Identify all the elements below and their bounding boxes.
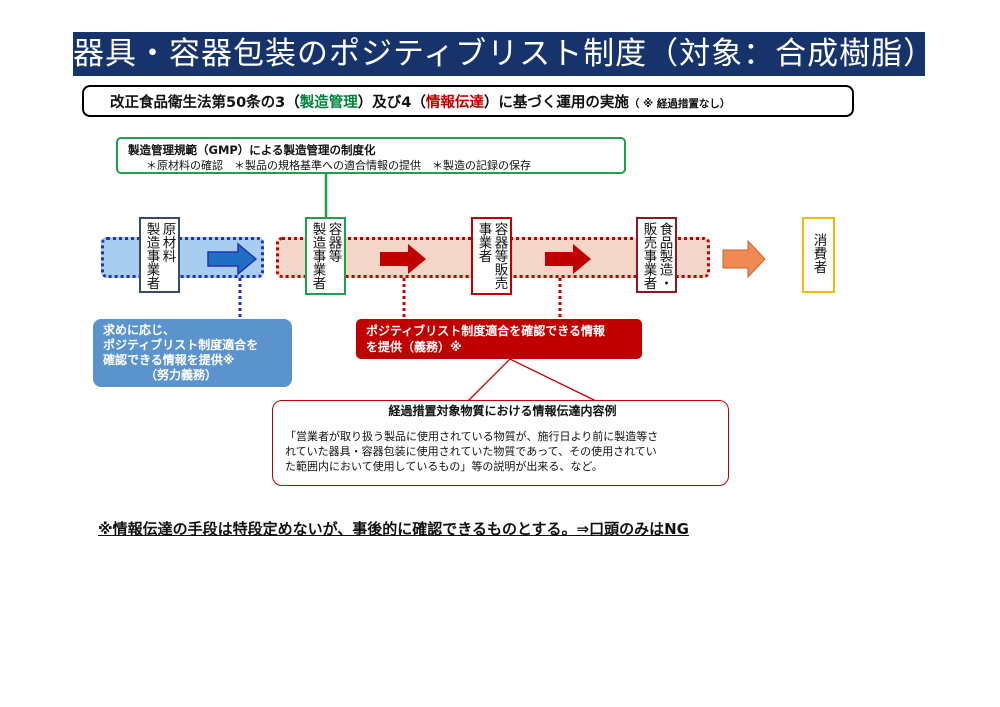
detail-pointer <box>467 358 597 402</box>
gmp-title: 製造管理規範（GMP）による製造管理の制度化 <box>128 143 376 157</box>
node-food-business: 食品製造・ 販売事業者 <box>636 217 677 293</box>
arrow-orange <box>722 239 766 279</box>
red-note-line2: を提供（義務）※ <box>366 340 462 354</box>
subtitle-info-transfer: 情報伝達 <box>425 95 484 111</box>
node-food-col2: 販売事業者 <box>640 222 657 290</box>
node-container-mfr-col2: 製造事業者 <box>309 222 326 290</box>
node-raw-material-maker: 原材料 製造事業者 <box>139 217 180 293</box>
detail-heading: 経過措置対象物質における情報伝達内容例 <box>388 404 617 418</box>
subtitle-box: 改正食品衛生法第50条の3（製造管理）及び4（情報伝達）に基づく運用の実施（ ※… <box>82 85 854 117</box>
subtitle-pre: 改正食品衛生法第50条の3（ <box>110 95 300 111</box>
detail-box: 経過措置対象物質における情報伝達内容例 「営業者が取り扱う製品に使用されている物… <box>272 400 729 486</box>
gmp-box: 製造管理規範（GMP）による製造管理の制度化 ＊原材料の確認 ＊製品の規格基準へ… <box>116 137 626 174</box>
subtitle-mid: ）及び4（ <box>357 95 426 111</box>
detail-pointer-fill <box>468 359 596 402</box>
arrow-red-2 <box>545 244 591 274</box>
node-raw-col2: 製造事業者 <box>143 222 160 290</box>
bottom-note: ※情報伝達の手段は特段定めないが、事後的に確認できるものとする。⇒口頭のみはNG <box>98 520 689 538</box>
detail-line2: れていた器具・容器包装に使用されていた物質であって、その使用されてい <box>285 445 657 458</box>
arrow-blue <box>207 242 258 276</box>
node-raw-col1: 原材料 <box>159 222 176 263</box>
node-food-col1: 食品製造・ <box>656 222 673 290</box>
node-container-mfr-col1: 容器等 <box>325 222 342 263</box>
blue-note-line4: （努力義務） <box>145 368 218 382</box>
detail-line1: 「営業者が取り扱う製品に使用されている物質が、施行日より前に製造等さ <box>285 430 659 443</box>
red-note-line1: ポジティブリスト制度適合を確認できる情報 <box>366 324 606 338</box>
red-note: ポジティブリスト制度適合を確認できる情報 を提供（義務）※ <box>356 319 642 359</box>
blue-note: 求めに応じ、 ポジティブリスト制度適合を 確認できる情報を提供※ （努力義務） <box>93 319 292 387</box>
node-consumer: 消費者 <box>802 217 835 293</box>
page-title: 器具・容器包装のポジティブリスト制度（対象：合成樹脂） <box>73 32 934 76</box>
subtitle-manufacturing-control: 製造管理 <box>299 95 358 111</box>
blue-note-line3: 確認できる情報を提供※ <box>103 353 235 367</box>
detail-line3: た範囲内において使用しているもの」等の説明が出来る、など。 <box>285 460 603 473</box>
node-container-sales-col1: 容器等販売 <box>491 222 508 290</box>
blue-note-line1: 求めに応じ、 <box>103 323 176 337</box>
node-container-seller: 容器等販売 事業者 <box>471 217 512 295</box>
blue-note-line2: ポジティブリスト制度適合を <box>103 338 259 352</box>
gmp-items: ＊原材料の確認 ＊製品の規格基準への適合情報の提供 ＊製造の記録の保存 <box>146 159 531 172</box>
arrow-red-1 <box>380 244 426 274</box>
node-container-sales-col2: 事業者 <box>475 222 492 263</box>
subtitle-note: （ ※ 経過措置なし） <box>628 98 731 110</box>
node-consumer-label: 消費者 <box>810 233 827 274</box>
node-container-manufacturer: 容器等 製造事業者 <box>305 217 346 295</box>
subtitle-post: ）に基づく運用の実施 <box>483 95 629 111</box>
